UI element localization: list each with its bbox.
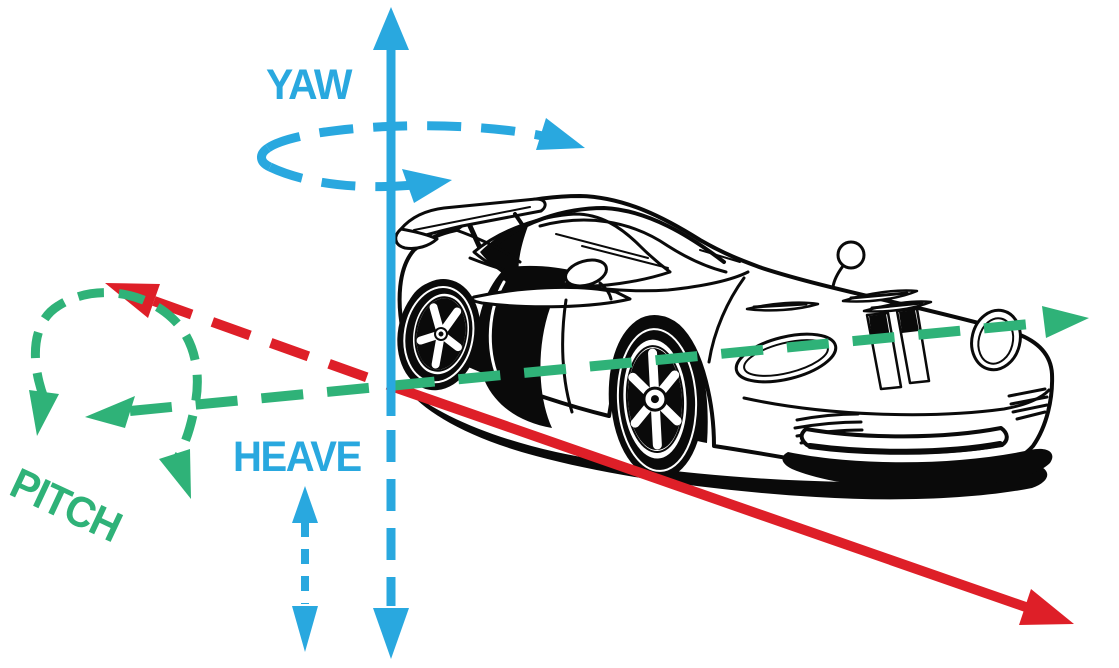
roll-axis-arrowhead-lower (1019, 589, 1074, 625)
right-mirror (831, 240, 866, 289)
heave-arrowhead-up (292, 486, 318, 523)
yaw-rotation-arrow (257, 118, 585, 203)
pitch-axis-arrowhead-left (85, 396, 135, 428)
vertical-axis-arrowhead-bottom (373, 608, 409, 659)
hood-stripes (865, 307, 931, 391)
vertical-axis-arrowhead-top (373, 7, 409, 50)
side-strake (470, 285, 632, 309)
front-bumper (742, 387, 1053, 489)
roll-axis (105, 283, 1074, 625)
car-shadow (406, 388, 1048, 500)
left-mirror (564, 258, 613, 301)
heave-arrow (292, 486, 318, 652)
rear-wheel (397, 279, 481, 391)
windshield-reflections (555, 233, 741, 269)
pitch-rotation-arrow (29, 288, 202, 499)
yaw-label: YAW (266, 61, 352, 109)
vertical-axis (373, 7, 409, 659)
heave-label: HEAVE (233, 433, 362, 481)
yaw-rotation-arrowhead-inner (402, 169, 452, 203)
pitch-axis (85, 306, 1089, 428)
pitch-axis-arrowhead-right (1042, 306, 1089, 338)
heave-arrowhead-down (292, 606, 318, 652)
pitch-rotation-arrowhead-right (159, 449, 191, 499)
pitch-rotation-arrowhead-left (29, 390, 59, 436)
yaw-rotation-arrowhead-outer (536, 118, 585, 150)
front-splitter (782, 448, 1053, 489)
sports-car-illustration (394, 194, 1055, 500)
